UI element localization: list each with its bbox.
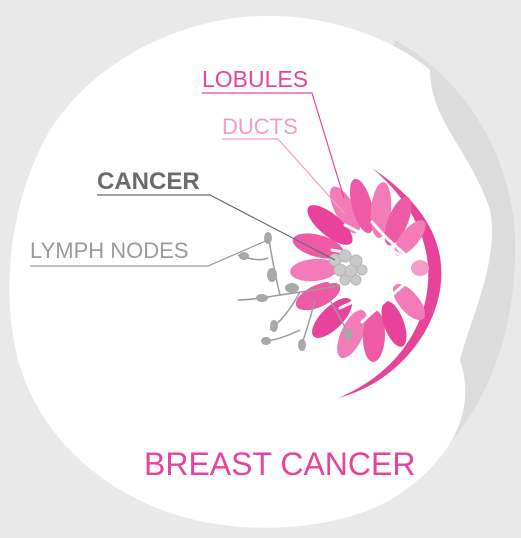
cancer-label: CANCER	[97, 170, 200, 194]
nipple	[411, 260, 429, 276]
diagram-title: BREAST CANCER	[144, 448, 415, 480]
lymph-nodes-label: LYMPH NODES	[30, 240, 189, 262]
lobules-label: LOBULES	[202, 68, 308, 91]
ducts-label: DUCTS	[222, 116, 298, 138]
